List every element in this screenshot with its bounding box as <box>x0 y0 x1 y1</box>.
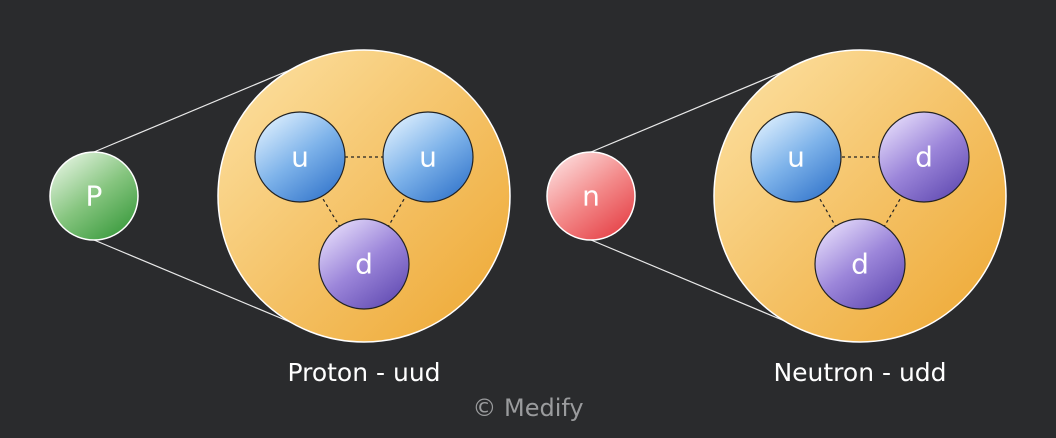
quark-label: u <box>419 141 437 174</box>
zoom-line-top <box>590 69 788 153</box>
quark-label: d <box>915 141 933 174</box>
proton-caption: Proton - uud <box>287 358 440 387</box>
copyright-credit: © Medify <box>472 394 583 422</box>
neutron-particle: n <box>546 151 636 241</box>
neutron-group: n u d d Neutron - udd <box>546 49 1007 387</box>
quark-bonds <box>319 156 408 228</box>
neutron-caption: Neutron - udd <box>773 358 946 387</box>
neutron-symbol: n <box>582 180 600 213</box>
up-quark: u <box>382 111 474 203</box>
down-quark: d <box>878 111 970 203</box>
quark-label: d <box>851 248 869 281</box>
quark-label: u <box>787 141 805 174</box>
proton-particle: P <box>49 151 139 241</box>
zoom-line-bottom <box>590 239 788 323</box>
up-quark: u <box>750 111 842 203</box>
quark-bonds <box>816 156 904 228</box>
down-quark: d <box>318 218 410 310</box>
quark-label: d <box>355 248 373 281</box>
down-quark: d <box>814 218 906 310</box>
zoom-line-top <box>93 69 291 153</box>
proton-group: P u u d Proton - uud <box>49 49 511 387</box>
proton-symbol: P <box>86 180 103 213</box>
up-quark: u <box>254 111 346 203</box>
quark-label: u <box>291 141 309 174</box>
zoom-line-bottom <box>93 239 291 323</box>
